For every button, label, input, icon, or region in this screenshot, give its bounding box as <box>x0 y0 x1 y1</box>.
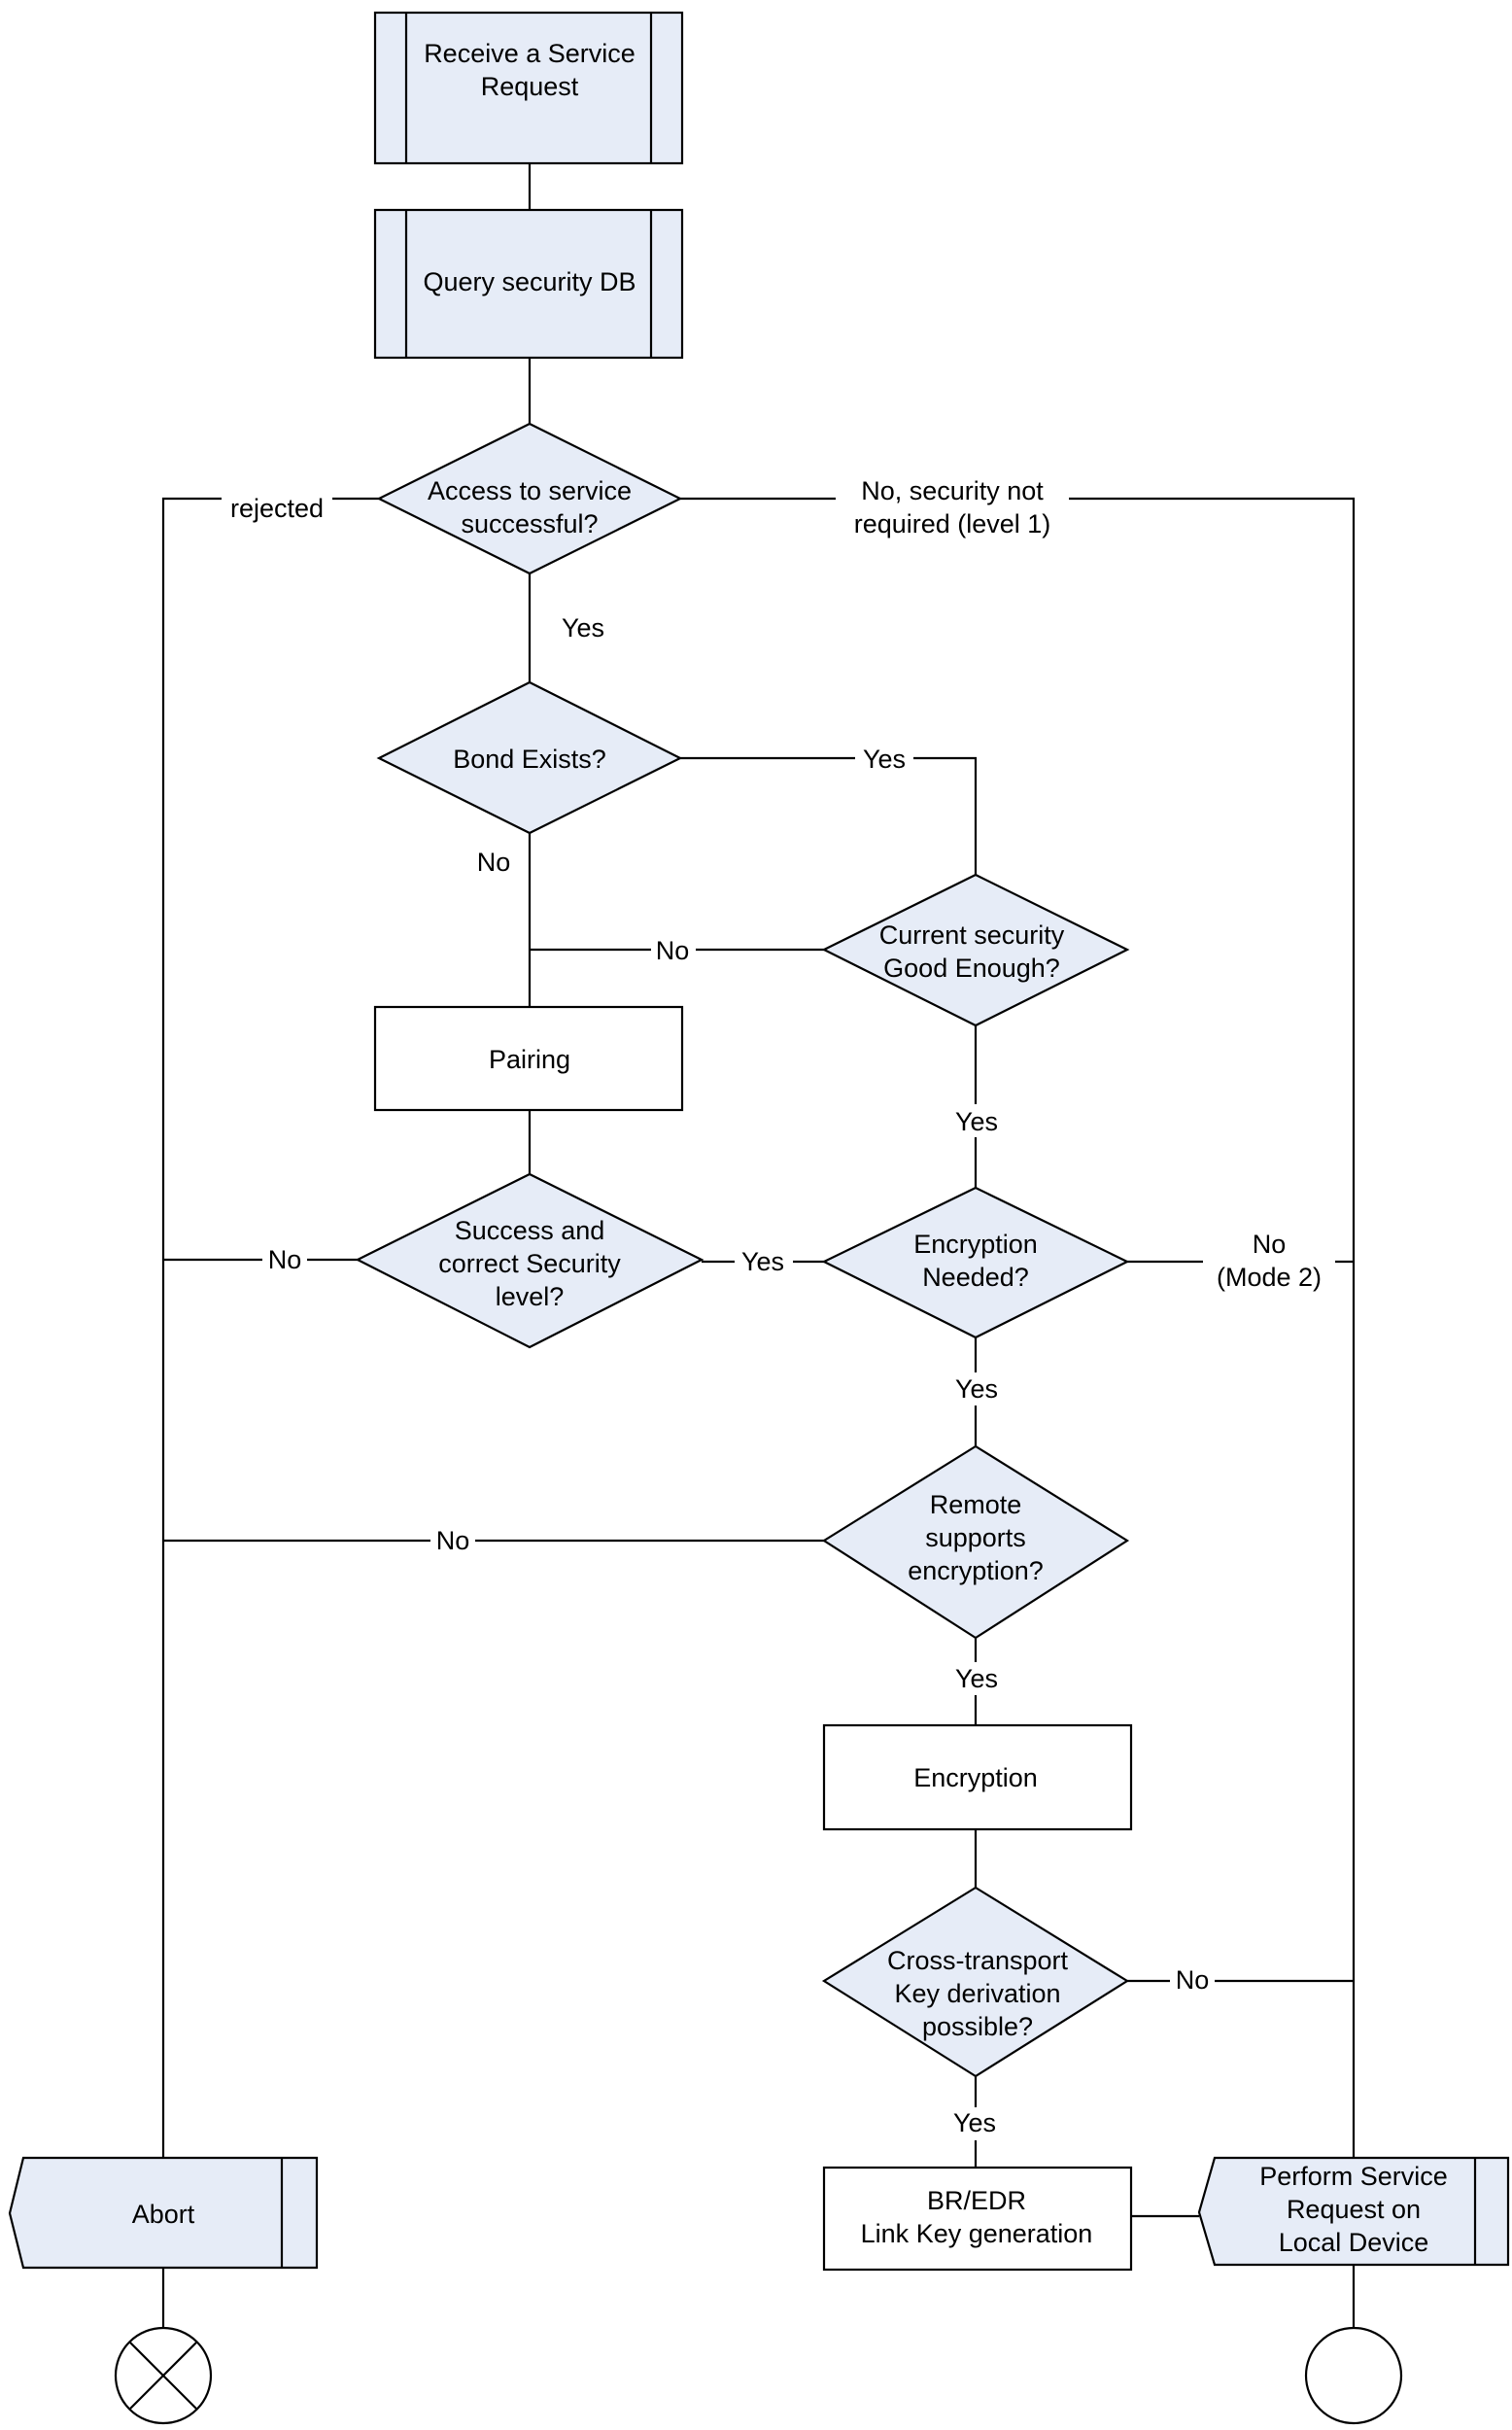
edge-label-bg <box>945 2107 1004 2140</box>
process-box <box>822 2166 1133 2272</box>
edge-label-bond-yes: Yes <box>863 745 906 774</box>
edge-label-current-no: No <box>656 936 690 965</box>
node-query-text: Query security DB <box>423 267 636 296</box>
x-circle-icon <box>114 2326 213 2425</box>
node-pairing: Pairing <box>373 1005 684 1112</box>
decision-diamond <box>355 1172 704 1349</box>
edge-label-bg <box>947 1372 1006 1406</box>
edge-label-remote-no: No <box>436 1526 470 1555</box>
edge-label-cross-yes: Yes <box>953 2108 996 2137</box>
edge-label-success-no: No <box>268 1245 302 1274</box>
edge-label-bg <box>651 933 696 966</box>
decision-bond-text: Bond Exists? <box>453 745 606 774</box>
edge-label-bg <box>262 1244 307 1277</box>
process-box <box>373 11 684 165</box>
decision-diamond <box>821 1886 1130 2078</box>
edge-label-bg <box>222 486 332 519</box>
edge-label-encneeded-no: No(Mode 2) <box>1217 1230 1322 1292</box>
edge-label-encneeded-yes: Yes <box>955 1374 998 1404</box>
decision-diamond <box>376 422 683 575</box>
node-abort: Abort <box>8 2156 319 2270</box>
terminal-shape <box>1197 2156 1510 2267</box>
node-encryption: Encryption <box>822 1723 1133 1831</box>
edge-label-bg <box>430 1524 475 1557</box>
connector-access-not-required <box>680 497 1356 2158</box>
connectors <box>161 163 1356 2328</box>
edge-label-rejected: rejected <box>230 494 324 523</box>
process-box <box>373 1005 684 1112</box>
decision-diamond <box>821 1186 1130 1339</box>
edge-label-bg <box>1203 1227 1335 1295</box>
edge-label-current-yes: Yes <box>955 1107 998 1136</box>
edge-label-bg <box>947 1662 1006 1695</box>
decision-diamond <box>821 1444 1130 1640</box>
edge-label-bg <box>735 1246 793 1279</box>
edge-label-bg <box>836 472 1069 540</box>
node-encryption-text: Encryption <box>913 1763 1038 1792</box>
edge-label-remote-yes: Yes <box>955 1664 998 1693</box>
process-box <box>373 208 684 360</box>
edge-label-access-yes: Yes <box>562 613 604 642</box>
decision-diamond <box>821 873 1130 1027</box>
process-box <box>822 1723 1133 1831</box>
terminal-shape <box>8 2156 319 2270</box>
node-pairing-text: Pairing <box>489 1045 570 1074</box>
connector-access-rejected <box>161 497 379 2158</box>
circle-icon <box>1304 2326 1403 2425</box>
edge-label-bg <box>1170 1964 1215 1997</box>
decision-diamond <box>376 680 683 835</box>
edge-label-bg <box>855 742 913 775</box>
decision-bond-exists: Bond Exists? <box>376 680 683 835</box>
edge-label-cross-no: No <box>1176 1965 1210 1995</box>
connector-bond-current <box>680 756 978 875</box>
edge-label-success-yes: Yes <box>741 1247 784 1276</box>
edge-label-bg <box>947 1104 1006 1137</box>
edge-label-bond-no: No <box>477 848 511 877</box>
node-abort-text: Abort <box>132 2200 195 2229</box>
node-query-security-db: Query security DB <box>373 208 684 360</box>
